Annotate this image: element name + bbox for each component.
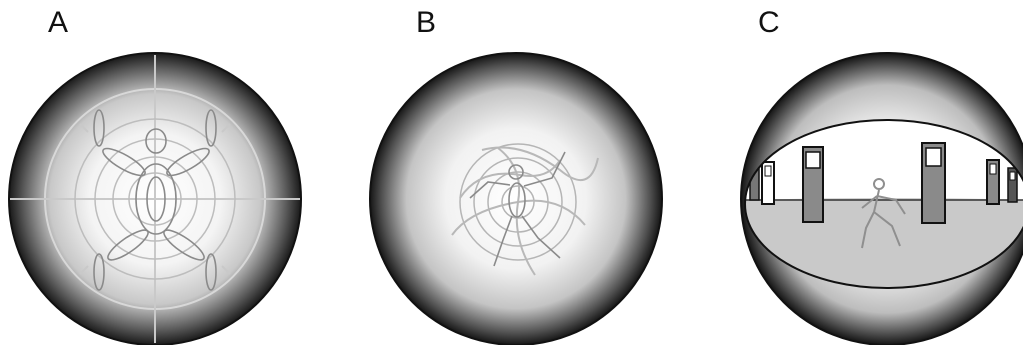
figure-torso [508,182,526,218]
figure-right-leg [521,215,561,259]
panel-c-sphere [740,52,1023,345]
panel-b-sphere [369,52,663,345]
figure-right-leg [163,229,205,261]
figure-left-arm [102,147,146,177]
figure-left-leg [107,229,149,261]
figure-torso [873,189,880,213]
figure-right-hand [205,109,217,147]
figure-right-leg [873,211,901,247]
door-right-main [921,142,946,224]
panel-label-a: A [48,6,69,39]
figure-right-foot [205,253,217,291]
door-right-far [1007,167,1018,203]
walking-figure [861,178,906,249]
corridor-view [745,120,1023,288]
figure-left-hand [93,109,105,147]
panel-a-sphere [8,52,302,345]
figure-b [469,151,566,267]
figure-right-arm [876,195,906,215]
door-left-near [761,161,775,205]
door-left-main [802,146,824,223]
figure-a [93,109,217,291]
corridor-band-outline [744,119,1023,289]
corridor-floor [745,198,1023,288]
concentric-rings [74,118,236,280]
panel-label-b: B [416,6,437,39]
panel-label-c: C [758,6,780,39]
figure-torso [135,163,177,235]
figure-head [508,164,524,180]
figure-head [145,128,167,154]
figure-left-arm [469,181,511,199]
figure-left-foot [93,253,105,291]
figure-left-leg [861,211,875,249]
figure-right-arm [166,147,210,177]
door-right-near [986,159,1000,205]
figure-left-arm [861,195,878,209]
swirled-axes [451,146,599,276]
figure-left-leg [493,215,513,267]
figure-right-arm [523,151,566,187]
figure-head [873,178,885,190]
